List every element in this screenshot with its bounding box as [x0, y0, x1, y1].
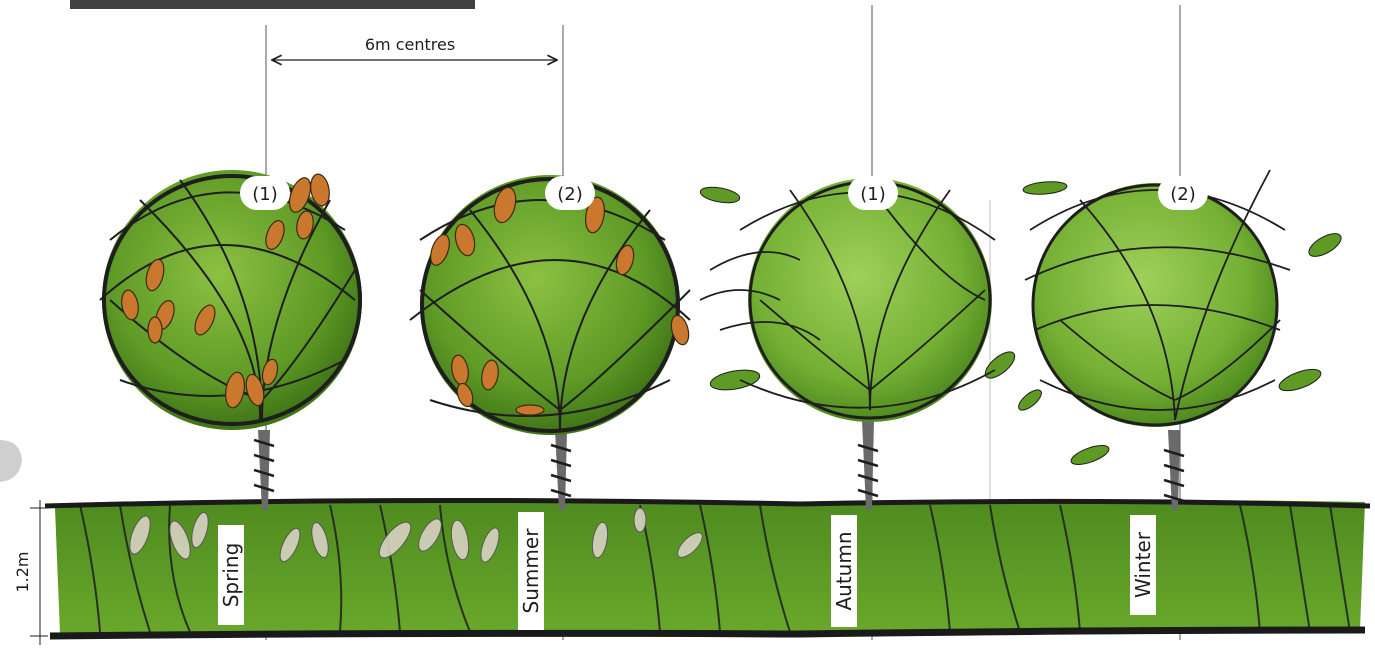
cropped-heading-fragment	[70, 0, 475, 9]
spacing-dimension: 6m centres	[272, 35, 557, 60]
height-dimension: 1.2m	[13, 500, 48, 645]
tree-marker: (1)	[860, 184, 886, 205]
tree-trunk	[555, 430, 567, 510]
season-label: Winter	[1131, 531, 1155, 598]
tree-canopy	[748, 178, 992, 422]
spacing-label: 6m centres	[365, 35, 455, 54]
season-label: Autumn	[832, 531, 856, 610]
season-label: Summer	[519, 528, 543, 614]
height-label: 1.2m	[13, 551, 32, 592]
tree-marker: (2)	[557, 184, 583, 205]
stone-fragment	[0, 440, 22, 482]
season-label: Spring	[219, 543, 243, 608]
tree-marker: (1)	[252, 184, 278, 205]
tree-marker: (2)	[1170, 184, 1196, 205]
